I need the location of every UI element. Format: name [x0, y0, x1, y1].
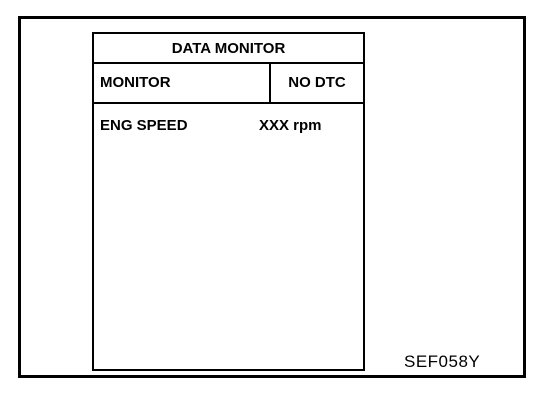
data-label: ENG SPEED — [100, 117, 188, 134]
data-row-eng-speed: ENG SPEED XXX rpm — [94, 114, 363, 138]
monitor-header-label: MONITOR — [100, 74, 171, 91]
header-divider — [269, 64, 271, 102]
data-value: XXX rpm — [259, 117, 322, 134]
dtc-status: NO DTC — [288, 74, 346, 91]
consult-screen: DATA MONITOR MONITOR NO DTC ENG SPEED XX… — [92, 32, 365, 371]
screen-title: DATA MONITOR — [94, 34, 363, 64]
monitor-header-row: MONITOR NO DTC — [94, 64, 363, 104]
figure-code: SEF058Y — [404, 352, 481, 371]
figure-frame — [18, 16, 526, 378]
